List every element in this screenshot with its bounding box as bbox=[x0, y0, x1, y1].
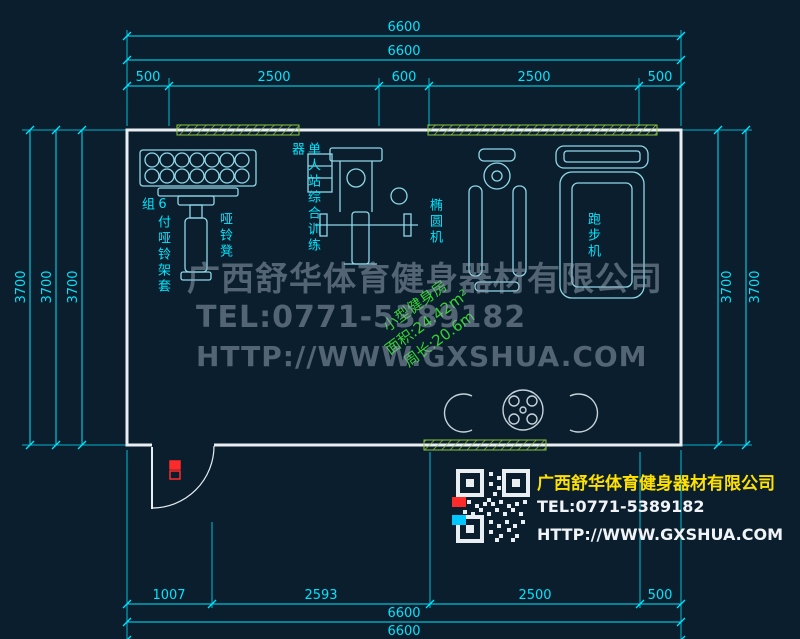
dim-left-1: 3700 bbox=[14, 270, 29, 304]
dim-bottom-total-1: 6600 bbox=[387, 606, 421, 621]
watermark-tel: TEL:0771-5389182 bbox=[196, 300, 527, 335]
elliptical-machine bbox=[468, 148, 527, 292]
dim-top-seg-3: 600 bbox=[391, 70, 417, 85]
dim-top-seg-4: 2500 bbox=[517, 70, 551, 85]
dim-right-2: 3700 bbox=[748, 270, 763, 304]
dim-top-seg-5: 500 bbox=[647, 70, 673, 85]
watermark-website: HTTP://WWW.GXSHUA.COM bbox=[196, 340, 648, 373]
dim-top-seg-1: 500 bbox=[135, 70, 161, 85]
qr-code bbox=[456, 469, 530, 543]
dimension-lines bbox=[22, 30, 752, 639]
window-hatches bbox=[176, 124, 658, 451]
dim-bottom-total-2: 6600 bbox=[387, 624, 421, 639]
logo-cyan-mark bbox=[452, 515, 466, 525]
dim-top-total-2: 6600 bbox=[387, 44, 421, 59]
dim-left-2: 3700 bbox=[40, 270, 55, 304]
dumbbell-rack bbox=[139, 149, 257, 197]
dim-bottom-seg-3: 2500 bbox=[518, 588, 552, 603]
dim-top-seg-2: 2500 bbox=[257, 70, 291, 85]
dim-left-3: 3700 bbox=[66, 270, 81, 304]
dim-bottom-seg-4: 500 bbox=[647, 588, 673, 603]
dim-bottom-seg-2: 2593 bbox=[304, 588, 338, 603]
entrance-door bbox=[151, 445, 215, 509]
info-company: 广西舒华体育健身器材有限公司 bbox=[537, 474, 775, 494]
room-walls bbox=[125, 128, 683, 447]
label-dumbbell-bench: 哑铃凳 bbox=[217, 212, 232, 260]
logo-red-mark bbox=[452, 497, 466, 507]
multi-station-trainer bbox=[307, 147, 418, 265]
dim-right-1: 3700 bbox=[720, 270, 735, 304]
dumbbell-bench bbox=[177, 195, 215, 281]
label-elliptical: 椭圆机 bbox=[427, 198, 442, 246]
dim-bottom-seg-1: 1007 bbox=[152, 588, 186, 603]
watermark-company: 广西舒华体育健身器材有限公司 bbox=[187, 259, 663, 298]
info-tel: TEL:0771-5389182 bbox=[537, 497, 705, 516]
dim-top-total-1: 6600 bbox=[387, 20, 421, 35]
info-website: HTTP://WWW.GXSHUA.COM bbox=[537, 525, 784, 544]
entrance-marker-icon bbox=[169, 460, 181, 480]
table-and-chairs bbox=[443, 389, 599, 433]
label-multi-station: 单人站综合训练器 bbox=[289, 142, 320, 254]
label-dumbbell-rack: 6付哑铃架套组 bbox=[139, 197, 170, 295]
label-treadmill: 跑步机 bbox=[585, 212, 600, 260]
dimension-ticks bbox=[25, 31, 751, 639]
treadmill bbox=[555, 145, 649, 299]
